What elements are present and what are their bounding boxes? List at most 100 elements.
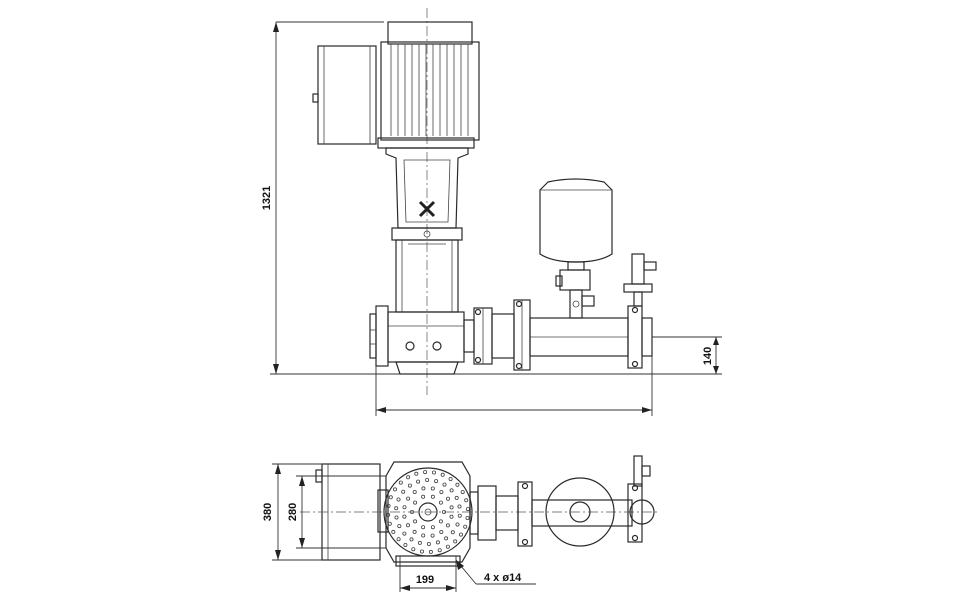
grille-hole	[440, 472, 445, 477]
grille-hole	[417, 540, 422, 545]
grille-hole	[449, 488, 454, 493]
grille-hole	[419, 549, 424, 554]
grille-hole	[409, 537, 414, 542]
dimension-hole-spacing: 280	[287, 475, 386, 549]
grille-hole	[414, 471, 419, 476]
grille-hole	[464, 498, 469, 503]
grille-hole	[438, 519, 443, 524]
pump-brand-logo	[418, 200, 436, 218]
plan-manifold	[469, 455, 655, 547]
grille-hole	[397, 524, 402, 529]
grille-hole	[392, 487, 397, 492]
motor-stool	[385, 147, 469, 241]
grille-hole	[445, 544, 450, 549]
grille-hole	[453, 539, 458, 544]
pressure-tank	[539, 178, 613, 319]
grille-hole	[396, 537, 401, 542]
hole-offset-label: 199	[416, 574, 434, 586]
grille-hole	[430, 486, 435, 491]
overall-height-label: 1321	[261, 186, 273, 210]
grille-hole	[421, 486, 426, 491]
grille-hole	[444, 536, 449, 541]
grille-hole	[413, 519, 418, 524]
grille-hole	[421, 525, 426, 530]
grille-hole	[403, 543, 408, 548]
grille-hole	[445, 523, 450, 528]
grille-hole	[465, 516, 470, 521]
inlet-height-label: 140	[702, 347, 714, 365]
grille-hole	[401, 489, 406, 494]
grille-hole	[412, 529, 417, 534]
grille-hole	[460, 490, 465, 495]
dimension-hole-offset: 199	[399, 556, 457, 592]
control-box	[312, 45, 377, 145]
tank-plan	[545, 477, 615, 547]
grille-hole	[434, 479, 439, 484]
mounting-holes-callout: 4 x ø14	[455, 559, 536, 585]
grille-hole	[412, 489, 417, 494]
grille-hole	[413, 500, 418, 505]
motor-cooling-fins	[390, 44, 469, 136]
grille-hole	[416, 479, 421, 484]
motor-body	[380, 41, 480, 141]
grille-hole	[421, 533, 426, 538]
grille-hole	[402, 531, 407, 536]
dimension-overall-height: 1321	[261, 21, 384, 374]
grille-hole	[442, 482, 447, 487]
grille-hole	[448, 476, 453, 481]
grille-hole	[406, 475, 411, 480]
grille-hole	[387, 521, 392, 526]
grille-hole	[425, 477, 430, 482]
grille-hole	[450, 530, 455, 535]
fan-grille-holes	[386, 470, 470, 554]
grille-hole	[386, 503, 391, 508]
grille-hole	[391, 529, 396, 534]
grille-hole	[445, 496, 450, 501]
grille-hole	[457, 513, 462, 518]
plan-view: 380 280 199 4 x ø14	[262, 455, 660, 592]
dimension-base-depth: 380	[262, 463, 322, 561]
grille-hole	[438, 500, 443, 505]
grille-hole	[406, 496, 411, 501]
grille-hole	[458, 532, 463, 537]
grille-hole	[394, 506, 399, 511]
grille-hole	[421, 494, 426, 499]
grille-hole	[463, 524, 468, 529]
grille-hole	[402, 514, 407, 519]
discharge-manifold	[463, 299, 653, 371]
grille-hole	[386, 512, 391, 517]
motor-fan-cover	[387, 21, 473, 45]
grille-hole	[388, 495, 393, 500]
grille-hole	[407, 483, 412, 488]
pump-base	[369, 305, 465, 375]
grille-hole	[402, 505, 407, 510]
front-elevation-view: 1321 140	[261, 8, 722, 416]
grille-hole	[398, 480, 403, 485]
grille-hole	[430, 494, 435, 499]
grille-hole	[435, 540, 440, 545]
grille-hole	[394, 515, 399, 520]
grille-hole	[455, 482, 460, 487]
grille-hole	[423, 470, 428, 475]
dimension-overall-width	[375, 356, 653, 416]
base-plate-plan	[377, 461, 473, 567]
grille-hole	[428, 549, 433, 554]
grille-hole	[439, 490, 444, 495]
grille-hole	[437, 548, 442, 553]
grille-hole	[454, 495, 459, 500]
grille-hole	[465, 507, 470, 512]
grille-hole	[405, 523, 410, 528]
hole-spacing-label: 280	[287, 503, 299, 521]
grille-hole	[430, 525, 435, 530]
control-box-body	[317, 45, 377, 145]
pressure-switch-branch	[623, 253, 657, 307]
grille-hole	[430, 533, 435, 538]
grille-hole	[455, 522, 460, 527]
grille-hole	[449, 514, 454, 519]
grille-hole	[396, 497, 401, 502]
dimension-inlet-height: 140	[652, 336, 722, 375]
grille-hole	[457, 504, 462, 509]
grille-hole	[431, 470, 436, 475]
motor	[377, 21, 480, 149]
